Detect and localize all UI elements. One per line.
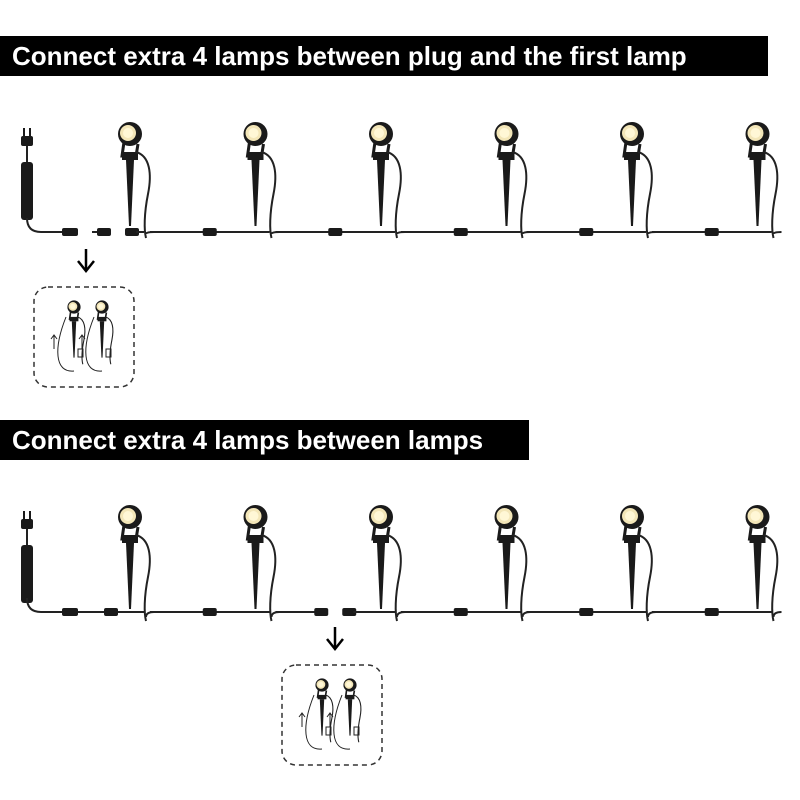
- arrow-down-icon: [326, 627, 344, 652]
- cable-connector: [704, 228, 719, 236]
- spotlight-lamp-icon: [620, 122, 653, 239]
- cable-connector: [342, 608, 357, 616]
- lamp-cable: [772, 231, 782, 235]
- spotlight-lamp-icon: [315, 678, 334, 743]
- cable-connector: [453, 608, 468, 616]
- cable-connector: [328, 228, 343, 236]
- cable-connector: [202, 228, 217, 236]
- spotlight-lamp-icon: [369, 505, 402, 622]
- spotlight-lamp-icon: [243, 122, 277, 239]
- spotlight-lamp-icon: [494, 505, 528, 622]
- spotlight-lamp-icon: [745, 505, 779, 622]
- spotlight-lamp-icon: [343, 678, 362, 743]
- lamp-cable: [647, 611, 657, 618]
- spotlight-lamp-icon: [745, 122, 779, 239]
- spotlight-lamp-icon: [243, 505, 277, 622]
- power-adapter-icon: [21, 545, 78, 616]
- spotlight-lamp-icon: [67, 300, 86, 365]
- section-2-title: Connect extra 4 lamps between lamps: [0, 420, 529, 460]
- cable-connector: [453, 228, 468, 236]
- section-1-diagram: [21, 122, 782, 388]
- lamp-cable: [647, 231, 657, 235]
- cable-connector: [125, 228, 139, 236]
- plug-icon: [21, 128, 33, 162]
- power-adapter-icon: [21, 162, 78, 236]
- arrow-down-icon: [77, 249, 95, 274]
- lamp-cable: [145, 611, 155, 618]
- extension-lamps-icon: [33, 286, 135, 388]
- spotlight-lamp-icon: [620, 505, 653, 622]
- cable-connector: [97, 228, 111, 236]
- cable-connector: [202, 608, 217, 616]
- spotlight-lamp-icon: [369, 122, 402, 239]
- cable-connector: [579, 608, 594, 616]
- spotlight-lamp-icon: [494, 122, 528, 239]
- spotlight-lamp-icon: [118, 505, 151, 622]
- lamp-cable: [521, 611, 531, 618]
- lamp-cable: [145, 231, 155, 235]
- plug-icon: [21, 511, 33, 545]
- lamp-cable: [270, 611, 280, 618]
- section-2-diagram: [21, 505, 782, 766]
- section-1-title: Connect extra 4 lamps between plug and t…: [0, 36, 768, 76]
- lamp-cable: [521, 231, 531, 235]
- extension-lamps-icon: [281, 664, 383, 766]
- spotlight-lamp-icon: [118, 122, 151, 239]
- lamp-cable: [396, 611, 406, 618]
- cable-connector: [579, 228, 594, 236]
- cable-connector: [314, 608, 329, 616]
- lamp-cable: [270, 231, 280, 235]
- spotlight-lamp-icon: [95, 300, 114, 365]
- lamp-cable: [396, 231, 406, 235]
- cable-connector: [104, 608, 118, 616]
- lamp-cable: [772, 611, 782, 618]
- cable-connector: [704, 608, 719, 616]
